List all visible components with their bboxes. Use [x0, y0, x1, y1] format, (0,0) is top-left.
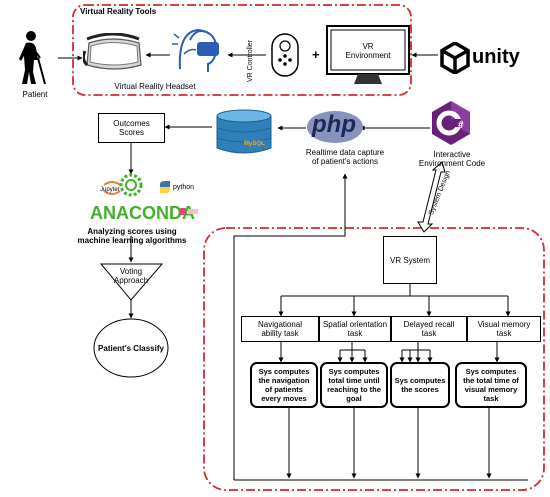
- task-box-delayed-recall: Delayed recall task: [391, 316, 467, 342]
- compute-box-total-time: Sys computes total time until reaching t…: [320, 362, 388, 408]
- line-bus-to-capture: [233, 173, 348, 480]
- compute-box-visual-memory-time: Sys computes the total time of visual me…: [455, 362, 527, 408]
- mysql-database-icon: [216, 109, 272, 154]
- classify-ellipse: [93, 318, 169, 378]
- small-logo-icon: [180, 208, 198, 215]
- vr-system-box: VR System: [383, 236, 437, 284]
- patients-classify-label: Patient's Classify: [98, 344, 164, 353]
- headset-label: Virtual Reality Headset: [114, 82, 196, 91]
- python-text: python: [173, 184, 195, 191]
- task-box-visual-memory: Visual memory task: [467, 316, 541, 342]
- php-logo-icon: [307, 111, 363, 143]
- realtime-capture-label: Realtime data capture of patient's actio…: [305, 148, 385, 166]
- vr-controller-label: VR Controller: [247, 39, 254, 82]
- vr-tools-title: Virtual Reality Tools: [80, 7, 157, 16]
- jupyter-text: Jupyter: [100, 187, 120, 193]
- task-box-spatial: Spatial orientation task: [319, 316, 391, 342]
- vr-tools-dashed-border: [72, 4, 412, 96]
- svg-text:#: #: [458, 120, 464, 131]
- patient-label: Patient: [22, 90, 48, 99]
- anaconda-ring-icon: [119, 173, 143, 197]
- unity-wordmark: unity: [472, 46, 520, 68]
- vr-controller-icon: [271, 33, 299, 77]
- voting-triangle: [99, 263, 164, 301]
- compute-box-scores: Sys computes the scores: [390, 362, 450, 408]
- user-wearing-headset-icon: [172, 28, 219, 72]
- compute-box-navigation: Sys computes the navigation of patients …: [250, 362, 318, 408]
- vr-environment-label: VR Environment: [345, 42, 391, 60]
- vr-headset-icon: [83, 33, 142, 70]
- system-design-arrow: [417, 161, 446, 233]
- monitor-icon: [326, 25, 410, 84]
- anaconda-wordmark: ANACONDA: [90, 203, 195, 223]
- vr-system-dashed-border: [203, 227, 545, 491]
- task-box-navigational: Navigational ability task: [241, 316, 319, 342]
- elderly-patient-icon: [19, 31, 46, 85]
- analyzing-label: Analyzing scores using machine learning …: [77, 227, 187, 245]
- mysql-logo-text: MySQL: [244, 141, 265, 147]
- interactive-env-code-label: Interactive Environment Code: [418, 150, 486, 168]
- plus-sign: +: [312, 47, 320, 62]
- outcomes-scores-box: Outcomes Scores: [98, 113, 165, 143]
- php-logo-text: php: [312, 111, 356, 138]
- python-logo-icon: [160, 181, 170, 193]
- jupyter-logo-icon: [103, 181, 121, 195]
- unity-logo-icon: [440, 42, 470, 74]
- csharp-logo-icon: #: [432, 101, 470, 145]
- voting-approach-label: Voting Approach: [113, 267, 149, 285]
